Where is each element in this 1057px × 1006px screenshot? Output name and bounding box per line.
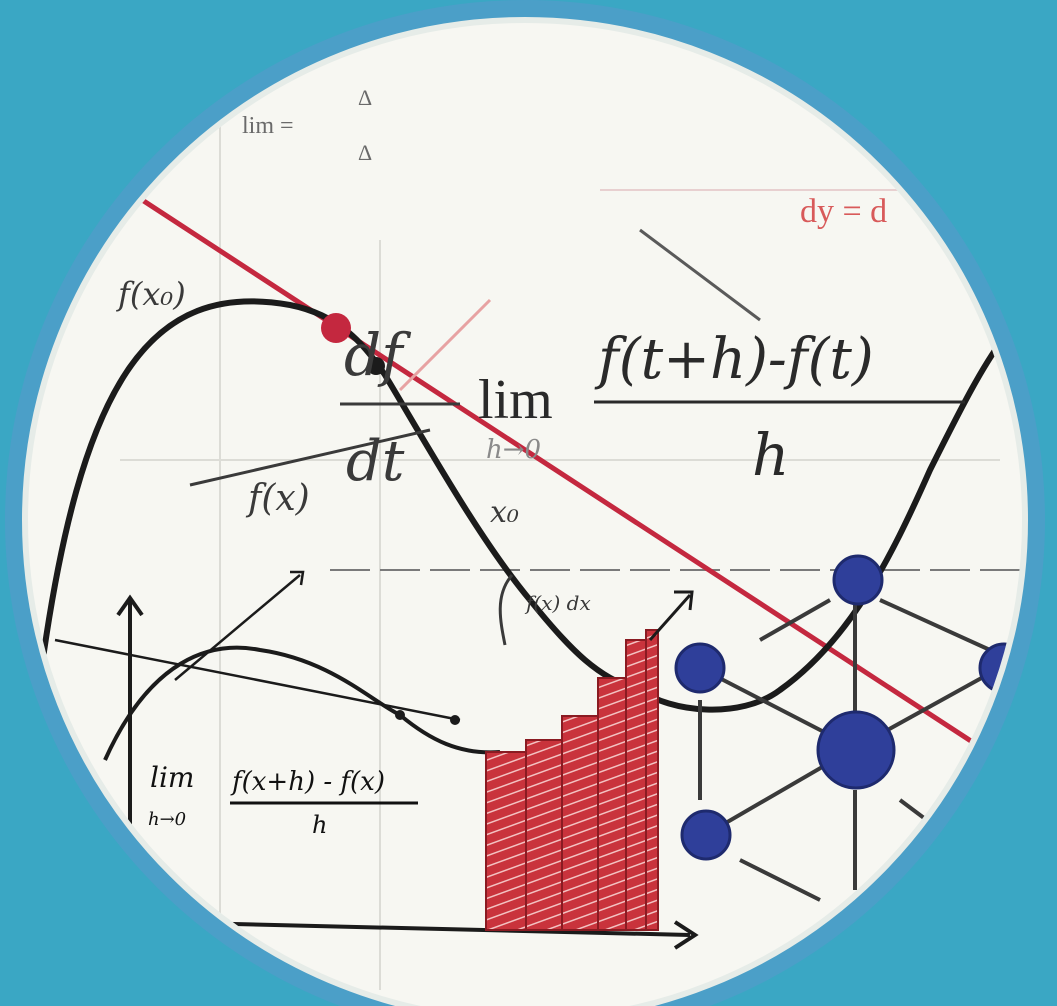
- limit-top-den: Δ: [358, 140, 372, 165]
- graph-node: [680, 809, 732, 861]
- graph-edge: [759, 598, 831, 642]
- graph-edge: [739, 858, 821, 902]
- riemann-arrow: [648, 594, 692, 641]
- dt-text: dt: [346, 429, 405, 494]
- pink-tangent-sketch: [398, 298, 492, 392]
- small-y-arrow: [116, 594, 144, 617]
- small-arrow-head: [290, 570, 305, 586]
- tangent-point-dark: [367, 357, 385, 375]
- riemann-bar: [561, 715, 599, 931]
- small-arrow-line: [174, 574, 301, 681]
- riemann-bar: [525, 739, 563, 931]
- disc-edge: [22, 17, 1028, 1006]
- small-x-arrow: [673, 920, 699, 950]
- small-curve: [103, 645, 501, 761]
- graph-node: [816, 710, 896, 790]
- graph-edge: [879, 598, 991, 652]
- limit-top-text: lim =: [242, 113, 294, 139]
- limit-top-num: Δ: [358, 85, 372, 110]
- riemann-bar: [485, 751, 527, 931]
- riemann-bar: [645, 629, 659, 931]
- small-secant: [54, 638, 461, 722]
- integral-brace: [498, 574, 514, 646]
- small-lim-sub: h→0: [148, 809, 186, 830]
- riemann-bars: [485, 629, 659, 931]
- function-curve: [37, 298, 1013, 713]
- small-denominator: h: [312, 811, 327, 839]
- lim-text: lim: [478, 369, 553, 431]
- faint-diagonal-line: [639, 228, 761, 322]
- secant-sketch: [189, 428, 431, 487]
- small-numerator: f(x+h) - f(x): [230, 767, 385, 797]
- f-x0-label: f(x₀): [116, 275, 186, 313]
- small-point-b: [450, 715, 460, 725]
- riemann-bar: [625, 639, 647, 931]
- riemann-bar: [597, 677, 627, 931]
- numerator-text: f(t+h)-f(t): [594, 327, 874, 392]
- dy-fragment-text: dy = d: [800, 193, 887, 230]
- denominator-text: h: [752, 421, 789, 489]
- small-lim-text: lim: [150, 761, 194, 794]
- lim-sub-text: h→0: [486, 435, 541, 465]
- small-point-a: [395, 710, 405, 720]
- f-x-label: f(x): [245, 478, 310, 519]
- graph-node: [832, 554, 884, 606]
- riemann-arrow-head: [674, 590, 694, 611]
- integral-note: f(x) dx: [524, 591, 591, 615]
- df-text: df: [344, 321, 412, 389]
- graph-node: [674, 642, 726, 694]
- x0-label: x₀: [490, 495, 519, 530]
- small-x-axis: [149, 920, 691, 937]
- white-disc: [25, 20, 1025, 1006]
- tangent-point: [321, 313, 351, 343]
